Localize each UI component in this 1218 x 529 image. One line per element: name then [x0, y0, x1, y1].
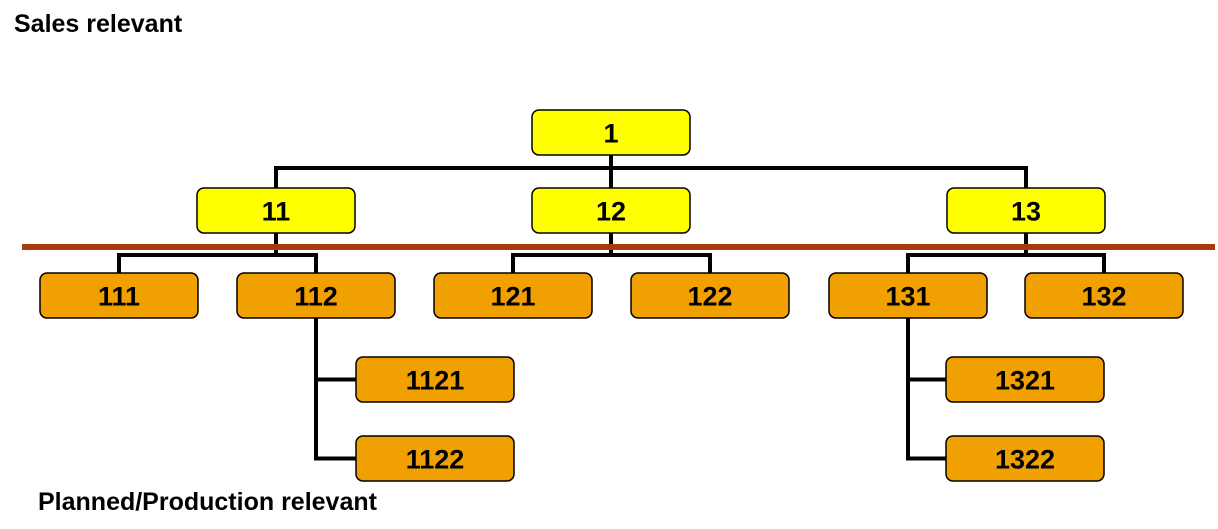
node-label: 13	[1011, 197, 1041, 227]
node-1322: 1322	[945, 435, 1105, 482]
node-box	[433, 272, 593, 319]
node-122: 122	[630, 272, 790, 319]
node-112: 112	[236, 272, 396, 319]
node-121: 121	[433, 272, 593, 319]
node-box	[236, 272, 396, 319]
node-1321: 1321	[945, 356, 1105, 403]
node-11: 11	[196, 187, 356, 234]
node-111: 111	[39, 272, 199, 319]
node-box	[946, 187, 1106, 234]
node-132: 132	[1024, 272, 1184, 319]
node-label: 121	[490, 282, 535, 312]
node-box	[355, 356, 515, 403]
node-label: 1121	[406, 366, 465, 396]
node-box	[630, 272, 790, 319]
node-label: 12	[596, 197, 626, 227]
node-label: 111	[98, 282, 140, 312]
node-label: 1	[603, 119, 618, 149]
node-1122: 1122	[355, 435, 515, 482]
node-label: 122	[687, 282, 732, 312]
production-relevant-caption: Planned/Production relevant	[38, 488, 377, 516]
node-label: 1321	[995, 366, 1055, 396]
node-box	[531, 109, 691, 156]
node-box	[355, 435, 515, 482]
node-box	[1024, 272, 1184, 319]
node-1121: 1121	[355, 356, 515, 403]
node-label: 112	[294, 282, 338, 312]
node-1: 1	[531, 109, 691, 156]
sales-relevant-caption: Sales relevant	[14, 10, 183, 38]
node-label: 1322	[995, 445, 1055, 475]
node-box	[945, 356, 1105, 403]
node-box	[828, 272, 988, 319]
node-label: 131	[885, 282, 930, 312]
node-box	[196, 187, 356, 234]
node-131: 131	[828, 272, 988, 319]
node-label: 132	[1081, 282, 1126, 312]
node-box	[531, 187, 691, 234]
node-box	[39, 272, 199, 319]
node-label: 1122	[406, 445, 465, 475]
node-label: 11	[262, 197, 291, 227]
node-box	[945, 435, 1105, 482]
node-12: 12	[531, 187, 691, 234]
node-13: 13	[946, 187, 1106, 234]
connectors	[117, 153, 1106, 461]
